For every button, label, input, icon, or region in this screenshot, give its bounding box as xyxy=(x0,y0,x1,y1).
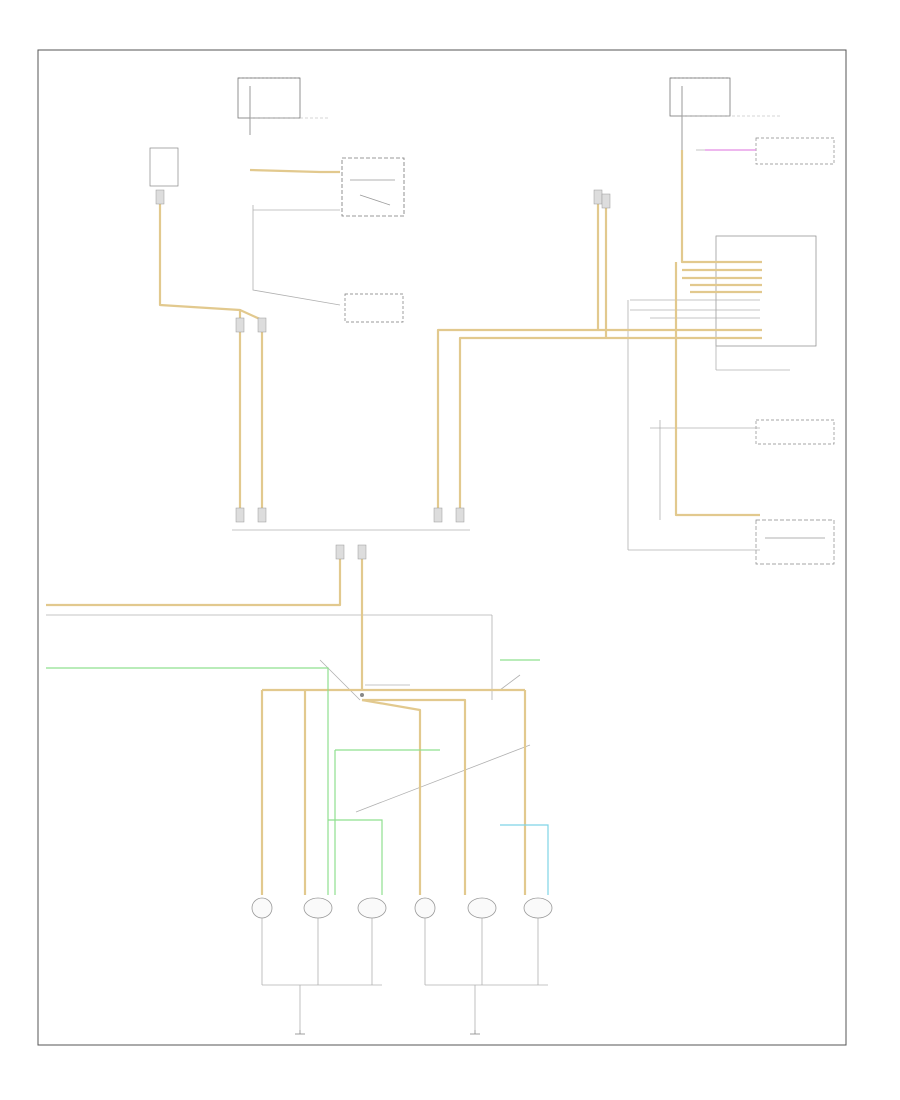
ground-right-icon xyxy=(470,1030,480,1035)
green-wires xyxy=(46,659,540,895)
splice-point xyxy=(360,693,364,697)
cluster-box-left xyxy=(149,147,179,187)
headlamp-switch-bottom xyxy=(755,519,835,565)
connector-c1 xyxy=(155,189,611,560)
lamp-6-icon xyxy=(523,897,553,919)
thin-gray-wires xyxy=(46,149,790,1030)
fuse-block-right xyxy=(669,77,780,150)
module-box-right-1 xyxy=(755,137,835,165)
lamp-4-icon xyxy=(414,897,436,919)
lamp-1-icon xyxy=(251,897,273,919)
ground-left-icon xyxy=(295,1030,305,1035)
fuse-block-left xyxy=(237,77,330,135)
page-border xyxy=(37,49,847,1046)
cyan-wire xyxy=(500,824,549,895)
module-box-left xyxy=(344,293,404,323)
headlamp-switch-top xyxy=(341,157,405,217)
lamp-row xyxy=(251,897,553,919)
tan-wires xyxy=(46,150,762,895)
lamp-2-icon xyxy=(303,897,333,919)
lamp-5-icon xyxy=(467,897,497,919)
lamp-3-icon xyxy=(357,897,387,919)
module-box-right-3 xyxy=(755,419,835,445)
